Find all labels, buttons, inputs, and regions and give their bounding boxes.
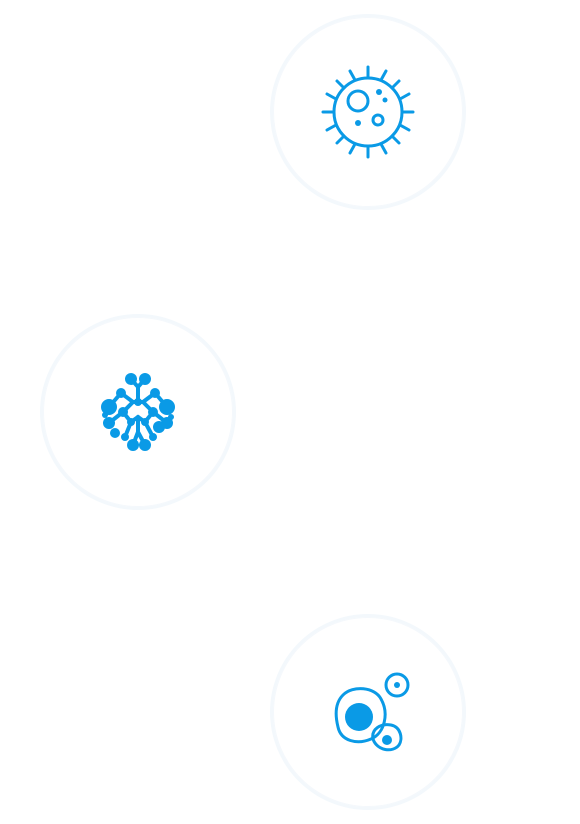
brain-network-icon	[101, 373, 175, 451]
cells-icon-circle	[273, 617, 463, 807]
brain-network-icon-circle	[43, 317, 233, 507]
virus-icon-circle	[273, 17, 463, 207]
virus-icon	[321, 65, 415, 159]
cells-icon	[334, 672, 410, 752]
